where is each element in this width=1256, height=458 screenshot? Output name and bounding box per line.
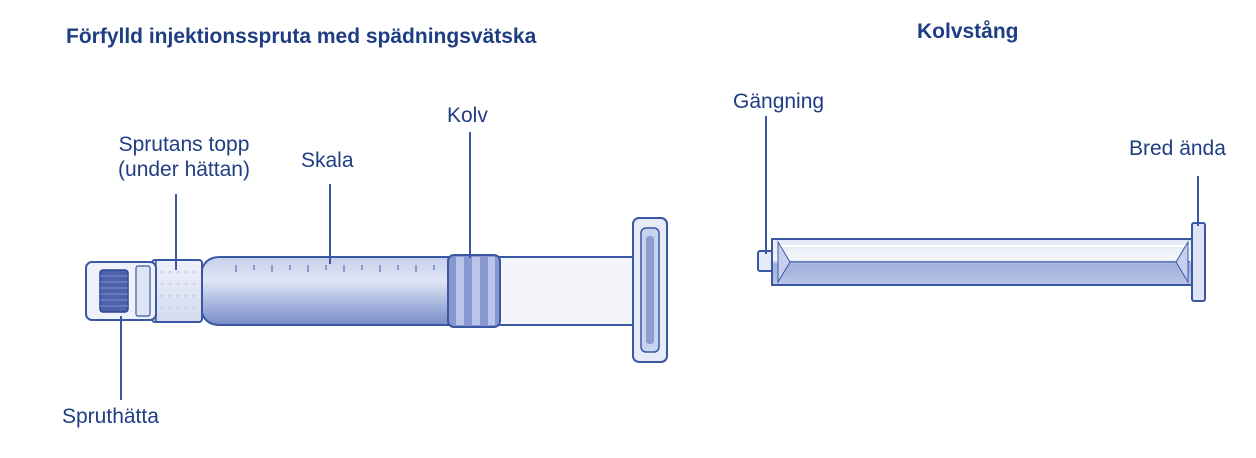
plunger-rod-title: Kolvstång (917, 20, 1019, 43)
syringe-illustration (85, 132, 668, 400)
plunger-stopper-label: Kolv (447, 104, 488, 127)
plunger-rod-illustration (757, 116, 1206, 302)
scale-label: Skala (301, 149, 354, 172)
syringe-scale-ticks (235, 265, 435, 272)
syringe-title: Förfylld injektionsspruta med spädningsv… (66, 25, 537, 48)
syringe-tip-label-line2: (under hättan) (118, 158, 250, 181)
syringe-tip-label: Sprutans topp (under hättan) (104, 132, 264, 182)
syringe-cap-label: Spruthätta (62, 405, 159, 428)
syringe-finger-flange (632, 217, 668, 363)
plunger-rod-wide-end (1191, 222, 1206, 302)
syringe-cap (85, 261, 157, 321)
syringe-barrel-clear (497, 256, 639, 326)
wide-end-label: Bred ända (1129, 137, 1226, 160)
thread-label: Gängning (733, 90, 825, 113)
syringe-plunger-stopper (447, 254, 501, 328)
syringe-tip-label-line1: Sprutans topp (118, 133, 250, 156)
